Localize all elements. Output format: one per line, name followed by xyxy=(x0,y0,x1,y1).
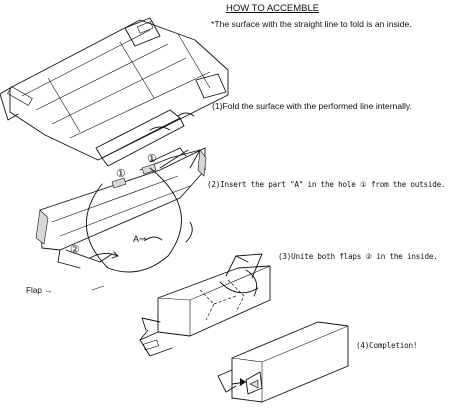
folded-tube-stage xyxy=(35,147,207,273)
instructions-title: HOW TO ACCEMBLE xyxy=(226,3,320,14)
hole-marker-1-right: ① xyxy=(147,153,157,165)
part-a-annotation: A⇒ xyxy=(133,234,147,244)
fold-note: *The surface with the straight line to f… xyxy=(211,19,412,29)
hole-marker-1-left: ① xyxy=(116,168,126,180)
flap-pointer-line xyxy=(91,285,105,291)
flap-annotation: Flap → xyxy=(26,286,53,295)
step-4-label: (4)Completion! xyxy=(356,341,418,350)
flap-marker-2: ② xyxy=(70,244,80,256)
closing-tube-stage xyxy=(139,253,271,357)
step-2-label: (2)Insert the part "A" in the hole ① fro… xyxy=(207,180,446,189)
flat-box-blank xyxy=(0,17,229,167)
step-1-label: (1)Fold the surface with the performed l… xyxy=(212,101,412,111)
step-3-label: (3)Unite both flaps ② in the inside. xyxy=(278,252,438,261)
completed-box xyxy=(217,321,349,403)
